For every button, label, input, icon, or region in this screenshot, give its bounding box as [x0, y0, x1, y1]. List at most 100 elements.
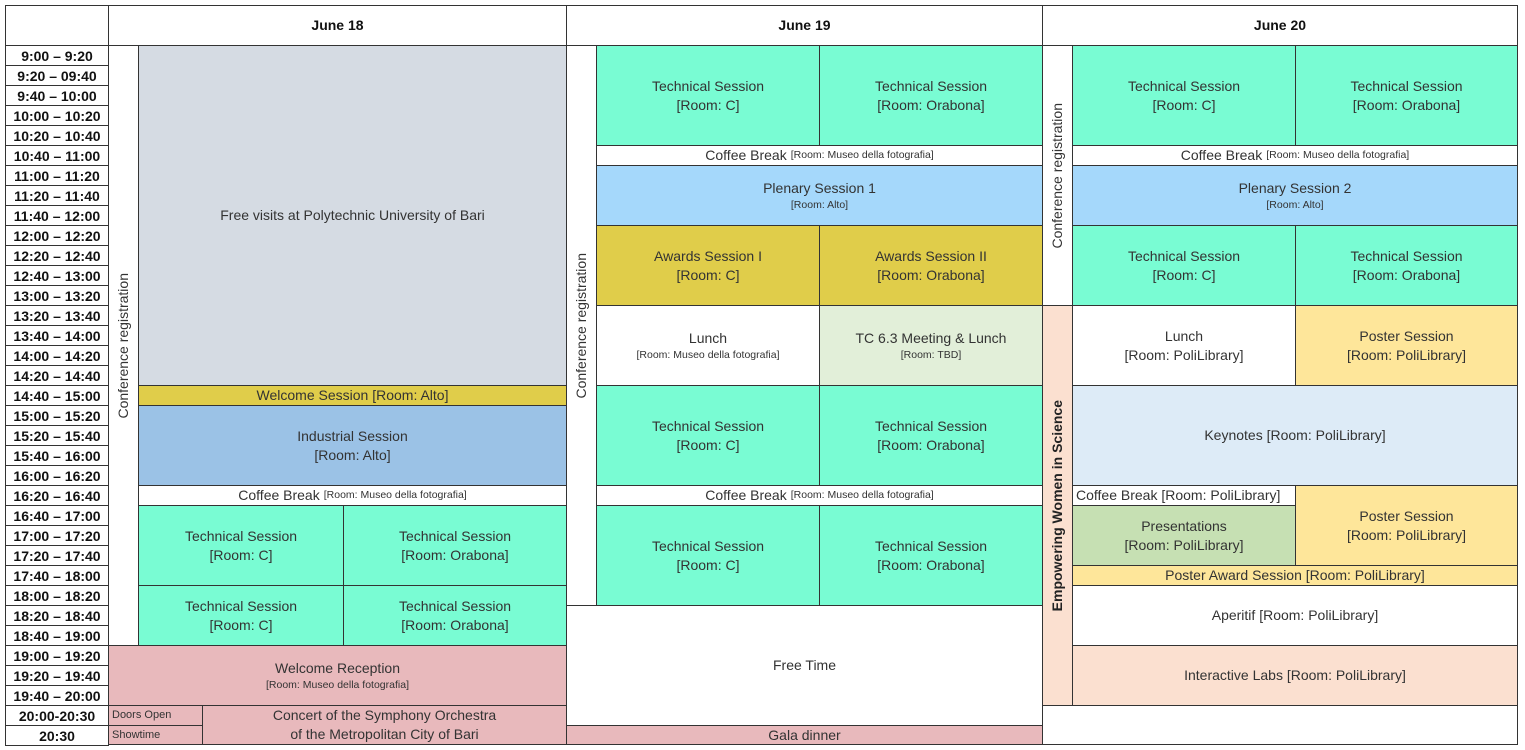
time-slot: 14:40 – 15:00 — [5, 385, 109, 406]
awards-session-1-block-title: Awards Session I — [654, 247, 762, 264]
time-slot: 12:20 – 12:40 — [5, 245, 109, 266]
registration-label: Conference registration — [1049, 102, 1066, 249]
plenary-session-2-block-title: Plenary Session 2 — [1238, 179, 1352, 196]
time-slot: 13:40 – 14:00 — [5, 325, 109, 346]
time-label: 16:20 – 16:40 — [13, 487, 101, 504]
aperitif-block: Aperitif [Room: PoliLibrary] — [1072, 585, 1518, 646]
technical-session-june19-orabona-3: Technical Session [Room: Orabona] — [819, 505, 1043, 606]
showtime-label: Showtime — [112, 728, 161, 741]
showtime-cell: Showtime — [108, 725, 203, 745]
time-slot: 15:40 – 16:00 — [5, 445, 109, 466]
technical-session-june18-c-2-room: [Room: C] — [209, 616, 273, 633]
awards-session-1-block-room: [Room: C] — [676, 266, 740, 283]
time-label: 10:00 – 10:20 — [13, 107, 101, 124]
welcome-reception-block-title: Welcome Reception — [274, 659, 401, 676]
technical-session-june19-c-2-room: [Room: C] — [676, 436, 740, 453]
time-label: 14:40 – 15:00 — [13, 387, 101, 404]
empty-evening-june20 — [1042, 705, 1518, 745]
poster-session-2-block-room: [Room: PoliLibrary] — [1346, 526, 1467, 543]
coffee-break-title: Coffee Break — [238, 487, 320, 504]
interactive-labs-title: Interactive Labs [Room: PoliLibrary] — [1184, 667, 1406, 684]
technical-session-june18-c-1-title: Technical Session — [184, 527, 298, 544]
time-slot: 16:40 – 17:00 — [5, 505, 109, 526]
awards-session-2-block: Awards Session II[Room: Orabona] — [819, 225, 1043, 306]
coffee-break-title: Coffee Break — [1180, 147, 1263, 164]
technical-session-june19-orabona-2-room: [Room: Orabona] — [877, 436, 985, 453]
industrial-session-block-room: [Room: Alto] — [314, 446, 391, 463]
time-slot: 9:20 – 09:40 — [5, 65, 109, 86]
technical-session-june20-orabona-1: Technical Session[Room: Orabona] — [1295, 45, 1518, 146]
free-time-title: Free Time — [772, 657, 836, 674]
technical-session-june20-c-1-room: [Room: C] — [1152, 96, 1216, 113]
coffee-break-title: Coffee Break [Room: PoliLibrary] — [1076, 487, 1281, 504]
registration-band-june20: Conference registration — [1042, 45, 1073, 306]
coffee-break-room: [Room: Museo della fotografia] — [790, 149, 934, 162]
technical-session-june18-orabona-1-room: [Room: Orabona] — [401, 546, 509, 563]
technical-session-june18-c-2-title: Technical Session — [184, 597, 298, 614]
time-slot: 15:00 – 15:20 — [5, 405, 109, 426]
poster-award-block: Poster Award Session [Room: PoliLibrary] — [1072, 565, 1518, 586]
time-label: 20:30 — [39, 727, 75, 744]
time-slot: 11:20 – 11:40 — [5, 185, 109, 206]
free-visits-title: Free visits at Polytechnic University of… — [220, 207, 485, 224]
time-label: 15:20 – 15:40 — [13, 427, 101, 444]
lunch-june19-block-title: Lunch — [688, 329, 728, 346]
technical-session-june19-c-3-title: Technical Session — [651, 537, 765, 554]
lunch-june20-block: Lunch[Room: PoliLibrary] — [1072, 305, 1296, 386]
tc-meeting-block: TC 6.3 Meeting & Lunch[Room: TBD] — [819, 305, 1043, 386]
awards-session-2-block-room: [Room: Orabona] — [877, 266, 985, 283]
technical-session-june18-c-1: Technical Session[Room: C] — [138, 505, 344, 586]
aperitif-title: Aperitif [Room: PoliLibrary] — [1211, 607, 1379, 624]
technical-session-june20-orabona-1-title: Technical Session — [1350, 77, 1463, 94]
tc-meeting-block-room: [Room: TBD] — [900, 348, 962, 361]
time-label: 14:20 – 14:40 — [13, 367, 101, 384]
time-label: 18:40 – 19:00 — [13, 627, 101, 644]
time-label: 9:00 – 9:20 — [21, 47, 93, 64]
poster-session-2-block-title: Poster Session — [1359, 507, 1454, 524]
technical-session-june18-orabona-2-title: Technical Session — [398, 597, 512, 614]
coffee-break-room: [Room: Museo della fotografia] — [323, 489, 467, 502]
time-slot: 16:20 – 16:40 — [5, 485, 109, 506]
technical-session-june19-c-3: Technical Session[Room: C] — [596, 505, 820, 606]
time-label: 13:40 – 14:00 — [13, 327, 101, 344]
time-label: 11:00 – 11:20 — [14, 167, 100, 184]
technical-session-june18-orabona-2: Technical Session[Room: Orabona] — [343, 585, 567, 646]
time-label: 10:20 – 10:40 — [13, 127, 101, 144]
time-slot: 18:20 – 18:40 — [5, 605, 109, 626]
time-label: 17:20 – 17:40 — [13, 547, 101, 564]
time-label: 13:00 – 13:20 — [13, 287, 101, 304]
gala-dinner-title: Gala dinner — [768, 726, 841, 743]
plenary-session-2-block-room: [Room: Alto] — [1266, 198, 1324, 211]
plenary-session-2-block: Plenary Session 2 [Room: Alto] — [1072, 165, 1518, 226]
doors-open-label: Doors Open — [112, 709, 172, 722]
technical-session-june19-orabona-3-title: Technical Session — [874, 537, 988, 554]
industrial-session-block-title: Industrial Session — [297, 427, 408, 444]
technical-session-june19-orabona-3-room: [Room: Orabona] — [877, 556, 985, 573]
time-label: 11:20 – 11:40 — [14, 187, 100, 204]
time-label: 12:40 – 13:00 — [13, 267, 101, 284]
time-label: 17:00 – 17:20 — [13, 527, 101, 544]
awards-session-1-block: Awards Session I [Room: C] — [596, 225, 820, 306]
day-title: June 19 — [778, 17, 831, 34]
time-slot: 10:20 – 10:40 — [5, 125, 109, 146]
welcome-session-title: Welcome Session [Room: Alto] — [256, 387, 449, 404]
technical-session-june20-orabona-2-room: [Room: Orabona] — [1352, 266, 1461, 283]
doors-open-cell: Doors Open — [108, 705, 203, 726]
time-slot: 9:40 – 10:00 — [5, 85, 109, 106]
registration-label: Conference registration — [573, 252, 590, 399]
technical-session-june18-orabona-1-title: Technical Session — [398, 527, 512, 544]
technical-session-june20-orabona-2: Technical Session[Room: Orabona] — [1295, 225, 1518, 306]
technical-session-june20-c-1: Technical Session[Room: C] — [1072, 45, 1296, 146]
free-time-block: Free Time — [566, 605, 1043, 726]
time-slot: 17:20 – 17:40 — [5, 545, 109, 566]
technical-session-june20-c-2: Technical Session[Room: C] — [1072, 225, 1296, 306]
time-label: 17:40 – 18:00 — [13, 567, 101, 584]
time-label: 18:00 – 18:20 — [13, 587, 101, 604]
technical-session-june19-orabona-1-title: Technical Session — [874, 77, 988, 94]
empowering-women-band: Empowering Women in Science — [1042, 305, 1073, 706]
time-slot: 17:40 – 18:00 — [5, 565, 109, 586]
time-slot: 12:40 – 13:00 — [5, 265, 109, 286]
coffee-break-room: [Room: Museo della fotografia] — [1266, 149, 1410, 162]
registration-band-june19: Conference registration — [566, 45, 597, 606]
